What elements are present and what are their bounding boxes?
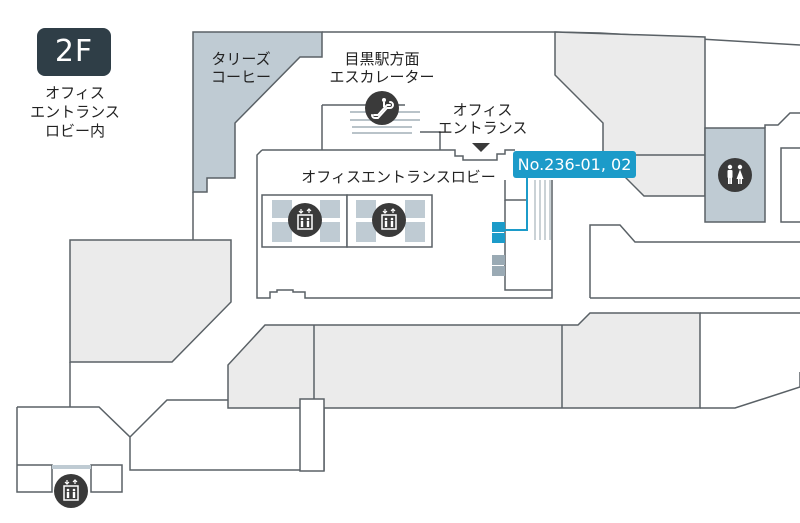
floor-caption-line: ロビー内: [44, 122, 105, 140]
highlight-leader-line: [505, 178, 528, 231]
unit-236-02: [492, 233, 505, 243]
tenant-area: [69, 239, 232, 363]
restroom-icon: [718, 158, 752, 192]
office-entrance-label: オフィス エントランス: [430, 101, 535, 137]
floor-badge: 2F: [37, 28, 111, 76]
entrance-arrow-icon: [472, 143, 490, 152]
tenant-area: [227, 312, 701, 409]
office-entrance-label-line: エントランス: [437, 119, 528, 137]
escalator-label-line: エスカレーター: [329, 68, 435, 86]
elevator-icon: [54, 474, 88, 508]
tullys-coffee-area: [192, 31, 323, 193]
lobby-label: オフィスエントランスロビー: [301, 168, 496, 186]
escalator-label: 目黒駅方面 エスカレーター: [322, 50, 442, 86]
floor-caption-line: エントランス: [30, 103, 120, 121]
unit-number-tag[interactable]: No.236-01, 02: [513, 151, 636, 178]
escalator-icon: [365, 91, 399, 125]
tullys-label-line: タリーズ: [211, 50, 271, 68]
office-entrance-label-line: オフィス: [452, 101, 513, 119]
floor-caption: オフィス エントランス ロビー内: [10, 84, 140, 141]
elevator-icon: [372, 203, 406, 237]
unit-236-01: [492, 222, 505, 232]
floor-caption-line: オフィス: [45, 84, 105, 102]
elevator-icon: [288, 203, 322, 237]
escalator-label-line: 目黒駅方面: [344, 50, 420, 68]
tullys-label-line: コーヒー: [210, 68, 271, 86]
restroom-area: [704, 127, 766, 223]
tullys-label: タリーズ コーヒー: [206, 50, 276, 86]
